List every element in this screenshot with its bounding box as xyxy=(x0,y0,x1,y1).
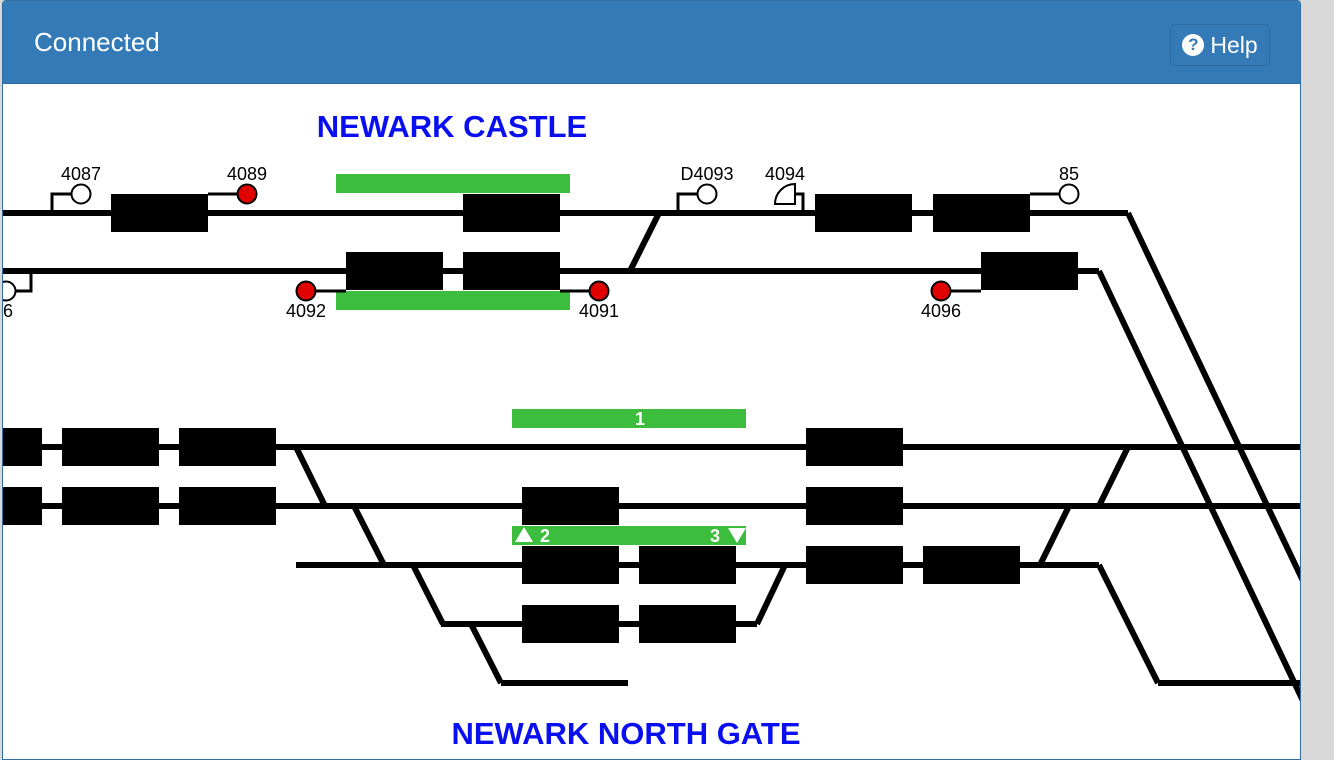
track-circuit[interactable] xyxy=(522,605,619,643)
track-circuit[interactable] xyxy=(463,194,560,232)
signal-4089[interactable]: 4089 xyxy=(208,164,267,205)
help-label: Help xyxy=(1210,31,1258,58)
station-name-newark-castle: NEWARK CASTLE xyxy=(317,109,587,144)
track-circuit[interactable] xyxy=(933,194,1030,232)
track-diagram: NEWARK CASTLE NEWARK NORTH GATE 4 xyxy=(3,109,1300,751)
signal-lamp-icon xyxy=(1058,183,1080,205)
track-circuit[interactable] xyxy=(639,605,736,643)
platform-2-3: 2 3 xyxy=(512,526,746,546)
signal-label: 4094 xyxy=(765,164,805,184)
station-name-newark-north-gate: NEWARK NORTH GATE xyxy=(451,716,800,751)
track-circuit[interactable] xyxy=(981,252,1078,290)
track-circuit[interactable] xyxy=(463,252,560,290)
up-arrow-icon xyxy=(515,527,533,542)
signal-85[interactable]: 85 xyxy=(1030,164,1080,205)
track-circuit[interactable] xyxy=(111,194,208,232)
track-circuit[interactable] xyxy=(806,428,903,466)
signal-86[interactable]: 86 xyxy=(3,271,33,321)
signal-lamp-icon xyxy=(295,280,317,302)
panel-header: Connected ? Help xyxy=(3,1,1300,84)
platform-number: 3 xyxy=(710,526,720,546)
signal-lamp-icon xyxy=(70,183,92,205)
signal-D4093[interactable]: D4093 xyxy=(676,164,734,213)
signal-label: 4092 xyxy=(286,301,326,321)
signal-label: D4093 xyxy=(680,164,733,184)
signal-4094[interactable]: 4094 xyxy=(765,164,805,213)
signal-lamp-icon xyxy=(236,183,258,205)
signal-4091[interactable]: 4091 xyxy=(560,280,619,322)
signal-label: 85 xyxy=(1059,164,1079,184)
track-circuit[interactable] xyxy=(806,487,903,525)
signal-4092[interactable]: 4092 xyxy=(286,280,346,322)
track-circuit[interactable] xyxy=(522,487,619,525)
signal-label: 4089 xyxy=(227,164,267,184)
signal-label: 4087 xyxy=(61,164,101,184)
track-circuit[interactable] xyxy=(62,487,159,525)
shunt-signal-icon xyxy=(773,182,796,205)
help-button[interactable]: ? Help xyxy=(1170,24,1270,66)
platform-upper-south xyxy=(336,291,570,310)
question-circle-icon: ? xyxy=(1182,34,1205,56)
signal-4087[interactable]: 4087 xyxy=(50,164,101,213)
track-circuit[interactable] xyxy=(806,546,903,584)
connection-status: Connected xyxy=(34,27,160,57)
signal-lamp-icon xyxy=(588,280,610,302)
track-circuit[interactable] xyxy=(815,194,912,232)
down-arrow-icon xyxy=(728,528,746,543)
platform-1: 1 xyxy=(512,409,746,429)
signal-label: 4096 xyxy=(921,301,961,321)
track-circuit[interactable] xyxy=(639,546,736,584)
signal-lamp-icon xyxy=(930,280,952,302)
signal-lamp-icon xyxy=(696,183,718,205)
platform-upper-north xyxy=(336,174,570,193)
signalling-panel: Connected ? Help NEWARK CASTLE NEWARK NO… xyxy=(2,0,1301,760)
track-circuit[interactable] xyxy=(179,487,276,525)
signal-label: 86 xyxy=(3,301,13,321)
track-circuit[interactable] xyxy=(522,546,619,584)
platform-number: 2 xyxy=(540,526,550,546)
signal-lamp-icon xyxy=(3,280,17,302)
track-circuit[interactable] xyxy=(923,546,1020,584)
track-circuit[interactable] xyxy=(62,428,159,466)
signal-label: 4091 xyxy=(579,301,619,321)
track-circuit[interactable] xyxy=(179,428,276,466)
track-circuits-upper xyxy=(111,194,1078,290)
platform-number: 1 xyxy=(635,409,645,429)
track-circuit[interactable] xyxy=(346,252,443,290)
track-circuits-lower xyxy=(3,428,1020,643)
track-circuit[interactable] xyxy=(3,487,42,525)
track-circuit[interactable] xyxy=(3,428,42,466)
signal-4096[interactable]: 4096 xyxy=(921,280,981,322)
